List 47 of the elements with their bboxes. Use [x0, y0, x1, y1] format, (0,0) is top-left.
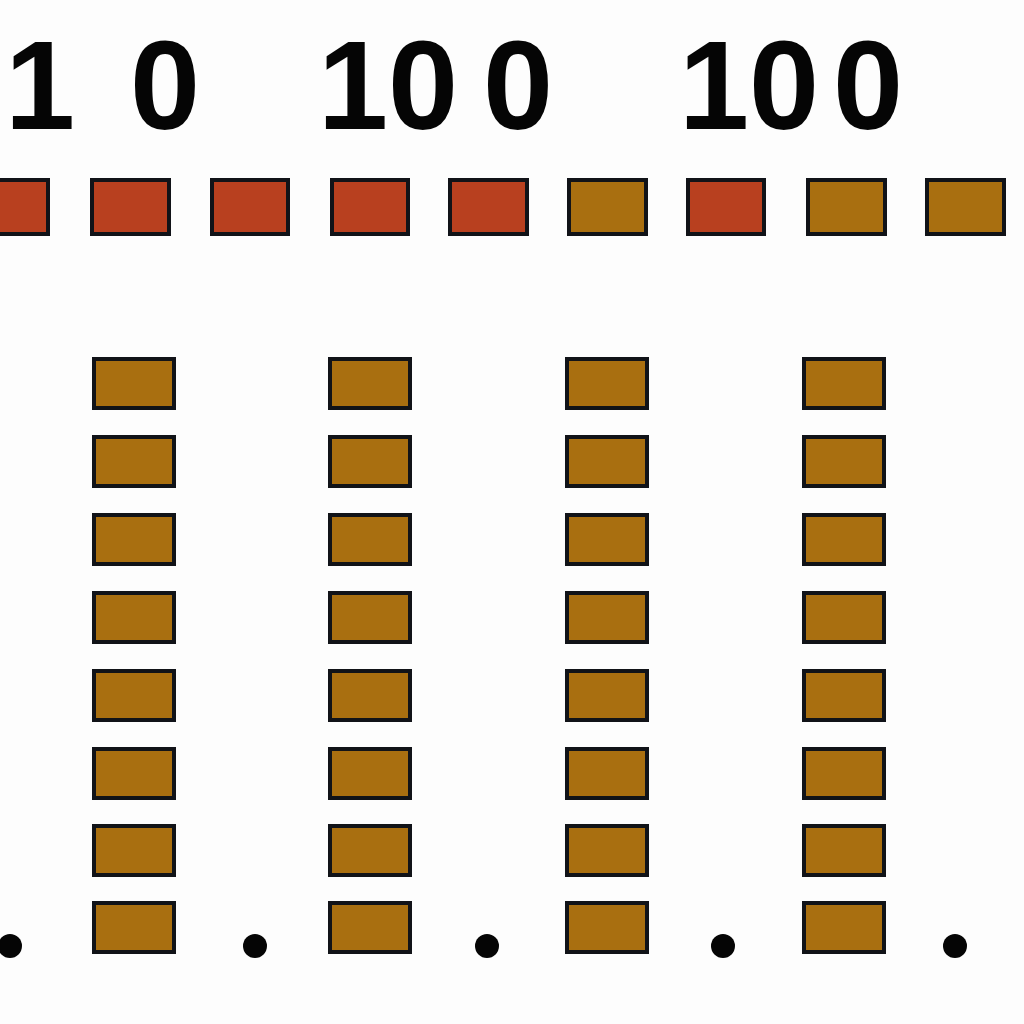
rectangle-block	[330, 178, 410, 236]
rectangle-block	[565, 591, 649, 644]
rectangle-block	[565, 824, 649, 877]
rectangle-block	[802, 824, 886, 877]
rectangle-block	[92, 747, 176, 800]
rectangle-block	[802, 591, 886, 644]
rectangle-block	[802, 357, 886, 410]
rectangle-block	[802, 435, 886, 488]
rectangle-block	[92, 357, 176, 410]
rectangle-block	[802, 901, 886, 954]
rectangle-block	[686, 178, 766, 236]
rectangle-block	[92, 824, 176, 877]
rectangle-block	[92, 435, 176, 488]
rectangle-block	[92, 591, 176, 644]
rectangle-block	[328, 669, 412, 722]
rectangle-block	[806, 178, 887, 236]
rectangle-block	[92, 901, 176, 954]
rectangle-block	[565, 357, 649, 410]
rectangle-block	[567, 178, 648, 236]
number-label: 1	[5, 36, 76, 137]
rectangle-block	[328, 824, 412, 877]
rectangle-block	[565, 435, 649, 488]
rectangle-block	[802, 669, 886, 722]
rectangle-block	[92, 513, 176, 566]
rectangle-block	[565, 747, 649, 800]
rectangle-block	[328, 513, 412, 566]
rectangle-block	[565, 669, 649, 722]
rectangle-block	[90, 178, 171, 236]
rectangle-block	[210, 178, 290, 236]
rectangle-block	[328, 591, 412, 644]
number-label: 0	[833, 36, 904, 137]
rectangle-block	[92, 669, 176, 722]
number-label: 10	[318, 36, 459, 137]
rectangle-block	[925, 178, 1006, 236]
rectangle-block	[565, 513, 649, 566]
number-label: 10	[679, 36, 820, 137]
rectangle-block	[448, 178, 529, 236]
rectangle-block	[802, 513, 886, 566]
rectangle-block	[565, 901, 649, 954]
rectangle-block	[0, 178, 50, 236]
number-label: 0	[130, 36, 201, 137]
rectangle-block	[328, 901, 412, 954]
rectangle-block	[328, 435, 412, 488]
number-label: 0	[483, 36, 554, 137]
rectangle-block	[802, 747, 886, 800]
rectangle-block	[328, 357, 412, 410]
rectangle-block	[328, 747, 412, 800]
